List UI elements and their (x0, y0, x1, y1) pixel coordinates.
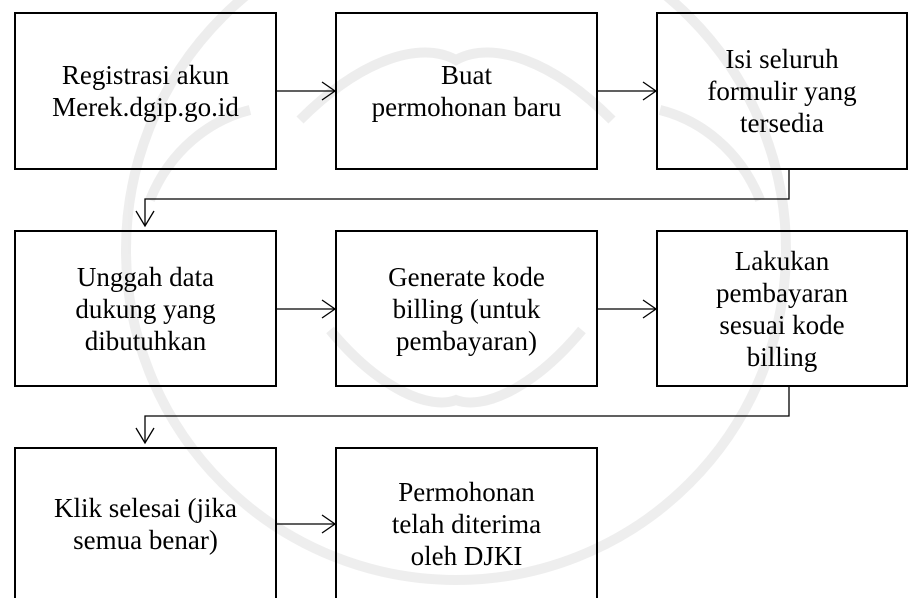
step-3-box: Isi seluruh formulir yang tersedia (656, 12, 908, 170)
step-7-box: Klik selesai (jika semua benar) (14, 447, 277, 598)
step-8-box: Permohonan telah diterima oleh DJKI (335, 447, 598, 598)
step-5-label: Generate kode billing (untuk pembayaran) (388, 261, 545, 356)
step-3-label: Isi seluruh formulir yang tersedia (707, 44, 857, 138)
step-2-label: Buat permohonan baru (371, 60, 562, 122)
arrow-3-4 (144, 170, 790, 226)
step-1-box: Registrasi akun Merek.dgip.go.id (14, 12, 277, 170)
step-2-box: Buat permohonan baru (335, 12, 598, 170)
step-6-box: Lakukan pembayaran sesuai kode billing (656, 230, 908, 387)
step-5-box: Generate kode billing (untuk pembayaran) (335, 230, 598, 387)
step-6-label: Lakukan pembayaran sesuai kode billing (716, 245, 848, 372)
step-4-box: Unggah data dukung yang dibutuhkan (14, 230, 277, 387)
step-4-label: Unggah data dukung yang dibutuhkan (75, 261, 216, 356)
step-7-label: Klik selesai (jika semua benar) (54, 492, 237, 555)
arrow-6-7 (144, 387, 790, 443)
step-8-label: Permohonan telah diterima oleh DJKI (391, 476, 542, 571)
step-1-label: Registrasi akun Merek.dgip.go.id (52, 60, 239, 122)
